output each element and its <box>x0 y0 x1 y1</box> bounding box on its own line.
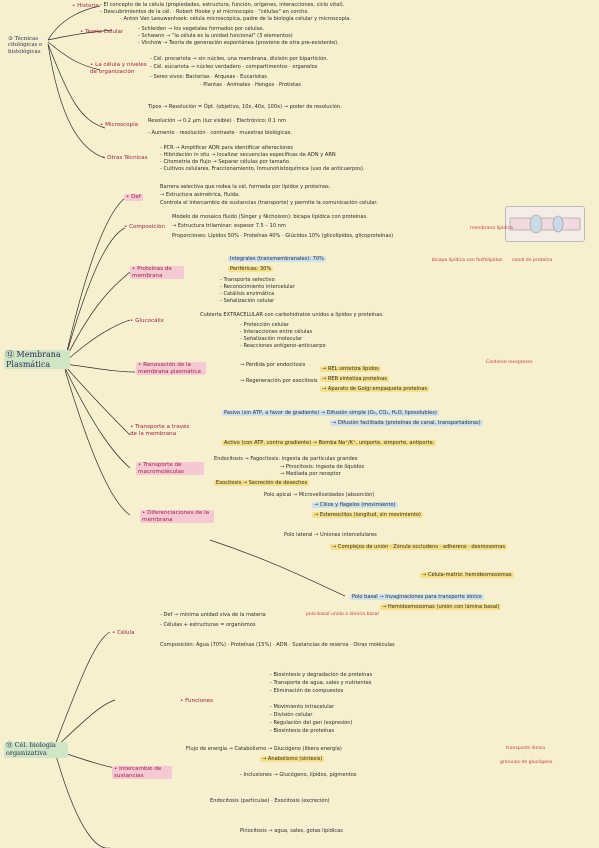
macro-line-1: Endocitosis → Fagocitosis: ingesta de pa… <box>214 456 358 462</box>
otras-line-4: - Cultivos celulares, Fraccionamiento, I… <box>160 166 365 172</box>
composicion-label: • Composición <box>124 224 165 230</box>
note-canal: canal de proteína <box>512 258 553 263</box>
gluc-line-5: - Reacciones antígeno-anticuerpo <box>240 343 326 349</box>
renov-line-2: → Regeneración por exocitosis <box>240 378 318 384</box>
teoria-celular-label: • Teoría Celular <box>80 29 124 35</box>
def-line-2: → Estructura asimétrica, fluida. <box>160 192 240 198</box>
macro-line-4: Exocitosis → Secreción de desechos <box>214 480 310 487</box>
transp-line-1: Pasivo (sin ATP, a favor de gradiente) →… <box>222 410 439 417</box>
def-line-1: Barrera selectiva que rodea la cél, form… <box>160 184 331 190</box>
transp-line-3: Activo (con ATP, contra gradiente) → Bom… <box>222 440 437 447</box>
teoria-line-1: - Schleiden → los vegetales formados por… <box>138 26 265 32</box>
gluc-line-1: Cubierta EXTRACELULAR con carbohidratos … <box>200 312 384 318</box>
note-membrana-lipidica: membrana lipídica <box>470 226 513 231</box>
gluc-line-2: - Protección celular <box>240 322 289 328</box>
cel-line-2: - Células + estructuras = organismos <box>160 622 256 628</box>
gluc-line-3: - Interacciones entre células <box>240 329 313 335</box>
topic-tecnicas: ③ Técnicas citológicas e histológicas <box>8 36 43 55</box>
macro-line-2: → Pinocitosis: ingesta de líquidos <box>280 464 365 470</box>
gluc-line-4: - Señalización molecular <box>240 336 303 342</box>
func-line-6: - Regulación del gen (expresión) <box>270 720 353 726</box>
func-line-7: - Biosíntesis de proteínas <box>270 728 335 734</box>
glucocalix-label: • Glucocálix <box>130 318 164 324</box>
def-label: • Def <box>124 194 143 201</box>
note-ionico: transporte iónico <box>506 746 546 751</box>
inter-line-1: Flujo de energía → Catabolismo → Glucóge… <box>186 746 342 752</box>
topic-celula: ⑬ Cél. biología organizativa <box>4 741 68 758</box>
membrane-diagram <box>505 206 585 242</box>
inter-line-3: - Inclusiones → Glucógeno, lípidos, pigm… <box>240 772 357 778</box>
cel-line-1: - Def → mínima unidad viva de la materia <box>160 612 266 618</box>
intercambio-label: • Intercambio de sustancias <box>112 766 172 780</box>
niveles-line-3: - Seres vivos: Bacterias · Arqueas · Euc… <box>150 74 267 80</box>
func-line-2: - Transporte de agua, sales y nutrientes <box>270 680 372 686</box>
otras-line-1: - PCR → Amplificar ADN para identificar … <box>160 145 294 151</box>
niveles-line-4: · Plantas · Animales · Hongos · Protista… <box>200 82 301 88</box>
note-receptores: Contiene receptores <box>486 360 533 365</box>
prot-func-3: - Catálisis enzimática <box>220 291 275 297</box>
historia-label: • Historia <box>72 3 99 9</box>
otras-line-3: - Citometría de flujo → Separar células … <box>160 159 291 165</box>
dif-line-1: Polo apical → Microvellosidades (absorci… <box>264 492 375 498</box>
macromoleculas-label: • Transporte de macromoléculas <box>136 462 204 476</box>
dif-line-2: → Cilios y flagelos (movimiento) <box>312 502 398 509</box>
historia-line-3: - Anton Van Leeuwenhoek: célula microscó… <box>120 16 351 22</box>
proteinas-label: • Proteínas de membrana <box>130 266 184 280</box>
prot-tipo-2: Periféricas: 30% <box>228 266 274 273</box>
niveles-line-1: - Cél. procariota → sin núcleo, una memb… <box>150 56 329 62</box>
cel-line-3: Composición: Agua (70%) · Proteínas (15%… <box>160 642 395 648</box>
prot-func-1: - Transporte selectivo <box>220 277 275 283</box>
micro-line-1: Tipos → Resolución = Ópt. (objetivo, 10x… <box>148 104 342 110</box>
dif-line-3: → Estereocilios (longitud, sin movimient… <box>312 512 423 519</box>
funciones-label: • Funciones <box>180 698 214 704</box>
prot-func-4: - Señalización celular <box>220 298 275 304</box>
dif-line-7: Polo basal → Invaginaciones para transpo… <box>350 594 484 601</box>
historia-line-1: - El concepto de la célula (propiedades,… <box>100 2 345 8</box>
func-line-1: - Biosíntesis y degradación de proteínas <box>270 672 373 678</box>
transporte-label: • Transporte a través de la membrana <box>130 424 190 437</box>
micro-line-2: Resolución → 0.2 μm (luz visible) · Elec… <box>148 118 286 124</box>
note-bicapa: bicapa lipídica con fosfolípidos <box>432 258 503 263</box>
dif-line-6: → Célula-matriz: hemidesmosomas <box>420 572 514 579</box>
micro-line-3: - Aumento · resolución · contraste · mue… <box>148 130 293 136</box>
bilayer-illustration <box>509 214 581 234</box>
renov-line-5: → Aparato de Golgi empaqueta proteínas <box>320 386 430 393</box>
dif-line-8: → Hemidesmosomas (unión con lámina basal… <box>380 604 502 611</box>
note-glucogeno: gránulos de glucógeno <box>500 760 553 765</box>
comp-line-1: Modelo de mosaico fluido (Singer y Nicho… <box>172 214 368 220</box>
func-line-3: - Eliminación de compuestos <box>270 688 344 694</box>
note-polo-basal: polo basal unido a lámina basal <box>306 612 379 617</box>
prot-tipo-1: Integrales (transmembranales): 70% <box>228 256 326 263</box>
inter-line-5: Pinocitosis → agua, sales, gotas lipídic… <box>240 828 343 834</box>
func-line-5: - División celular <box>270 712 313 718</box>
dif-line-4: Polo lateral → Uniones intercelulares <box>284 532 377 538</box>
macro-line-3: → Mediada por receptor <box>280 471 341 477</box>
renov-line-3: → REL sintetiza lípidos <box>320 366 381 373</box>
dif-line-5: → Complejos de unión · Zónula occludens … <box>330 544 508 551</box>
topic-membrana: ⑫ Membrana Plasmática <box>4 350 70 370</box>
inter-line-4: Endocitosis (partículas) · Exocitosis (e… <box>210 798 330 804</box>
inter-line-2: → Anabolismo (síntesis) <box>260 756 325 763</box>
historia-line-2: - Descubrimientos de la cél. · Robert Ho… <box>100 9 310 15</box>
otras-tecnicas-label: • Otras Técnicas <box>102 155 148 161</box>
prot-func-2: - Reconocimiento intercelular <box>220 284 295 290</box>
renov-line-4: → RER sintetiza proteínas <box>320 376 389 383</box>
celula-label: • Célula <box>112 630 135 636</box>
teoria-line-2: - Schwann → "la célula es la unidad func… <box>138 33 293 39</box>
def-line-3: Controla el intercambio de sustancias (t… <box>160 200 378 206</box>
diferenciaciones-label: • Diferenciaciones de la membrana <box>140 510 214 524</box>
renovacion-label: • Renovación de la membrana plasmática <box>136 362 206 376</box>
niveles-line-2: - Cél. eucariota → núcleo verdadero · co… <box>150 64 318 70</box>
renov-line-1: → Pérdida por endocitosis <box>240 362 306 368</box>
otras-line-2: - Hibridación in situ → localizar secuen… <box>160 152 336 158</box>
comp-line-2: → Estructura trilaminar: espesor 7.5 – 1… <box>172 223 286 229</box>
microscopia-label: • Microscopía <box>100 122 139 128</box>
comp-line-3: Proporciones: Lípidos 50% · Proteínas 40… <box>172 233 394 239</box>
niveles-label: • La célula y niveles de organización <box>90 62 147 75</box>
teoria-line-3: - Virchow → Teoría de generación espontá… <box>138 40 339 46</box>
transp-line-2: → Difusión facilitada (proteínas de cana… <box>330 420 483 427</box>
func-line-4: - Movimiento intracelular <box>270 704 334 710</box>
